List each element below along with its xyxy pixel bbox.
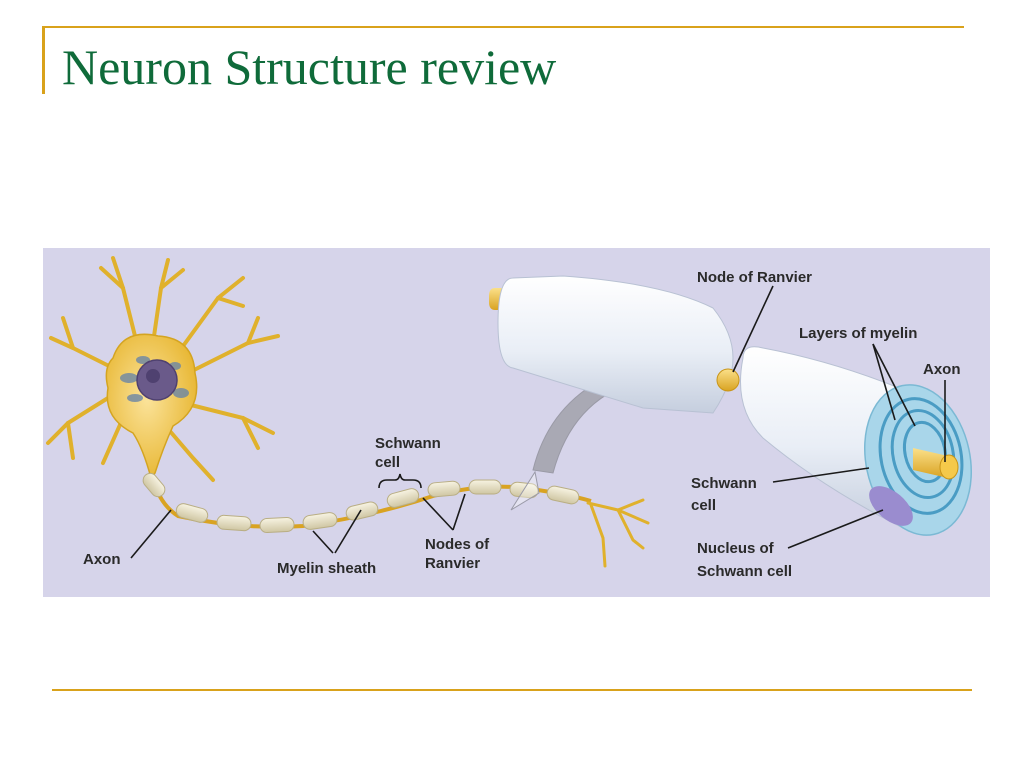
label-schwann-cell-right: Schwann cell — [691, 467, 870, 514]
label-myelin-sheath: Myelin sheath — [277, 509, 376, 577]
svg-text:Axon: Axon — [83, 551, 121, 568]
label-nodes-of-ranvier: Nodes of Ranvier — [422, 493, 490, 572]
svg-text:Nucleus of: Nucleus of — [697, 540, 775, 557]
myelin-segments — [142, 472, 580, 534]
slide-title: Neuron Structure review — [62, 39, 557, 95]
svg-text:Ranvier: Ranvier — [425, 555, 480, 572]
neuron-diagram-svg: Axon Myelin sheath Schwann cell Nodes of… — [46, 256, 973, 580]
svg-text:Schwann: Schwann — [375, 435, 441, 452]
svg-text:Myelin sheath: Myelin sheath — [277, 560, 376, 577]
svg-text:Node of Ranvier: Node of Ranvier — [697, 269, 812, 286]
label-layers-of-myelin: Layers of myelin — [799, 325, 917, 427]
zoom-callout-triangle — [510, 470, 540, 511]
label-node-of-ranvier: Node of Ranvier — [697, 269, 812, 373]
label-axon-right: Axon — [923, 361, 961, 462]
schwann-nucleus — [869, 486, 913, 526]
svg-text:Layers of myelin: Layers of myelin — [799, 325, 917, 342]
svg-text:cell: cell — [691, 497, 716, 514]
neuron-diagram: Axon Myelin sheath Schwann cell Nodes of… — [43, 248, 990, 597]
footer-divider — [52, 689, 972, 691]
svg-text:Schwann: Schwann — [691, 475, 757, 492]
node-of-ranvier-knob — [716, 368, 740, 392]
svg-text:Schwann cell: Schwann cell — [697, 563, 792, 580]
title-accent-horizontal — [42, 26, 964, 28]
svg-text:Nodes of: Nodes of — [425, 536, 490, 553]
title-accent-vertical — [42, 26, 45, 94]
svg-text:cell: cell — [375, 454, 400, 471]
axon-core-3d — [913, 448, 959, 480]
label-axon-left: Axon — [83, 509, 172, 568]
organelles — [120, 356, 189, 402]
dendrites — [46, 256, 280, 482]
axon-terminals — [586, 498, 650, 568]
label-nucleus-of-schwann-cell: Nucleus of Schwann cell — [697, 509, 884, 580]
nucleolus — [146, 369, 160, 383]
label-schwann-cell-top: Schwann cell — [375, 435, 441, 489]
cell-body — [105, 333, 198, 480]
myelin-tube-left — [497, 275, 734, 414]
svg-text:Axon: Axon — [923, 361, 961, 378]
